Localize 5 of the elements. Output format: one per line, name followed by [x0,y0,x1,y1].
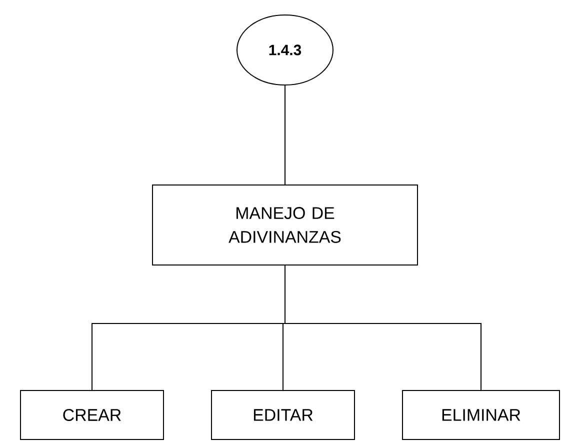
process-box: EDITAR [211,390,355,440]
process-box: MANEJO DE ADIVINANZAS [152,184,418,266]
process-box: ELIMINAR [402,390,560,440]
connector-line [284,84,286,185]
process-box: CREAR [20,390,164,440]
